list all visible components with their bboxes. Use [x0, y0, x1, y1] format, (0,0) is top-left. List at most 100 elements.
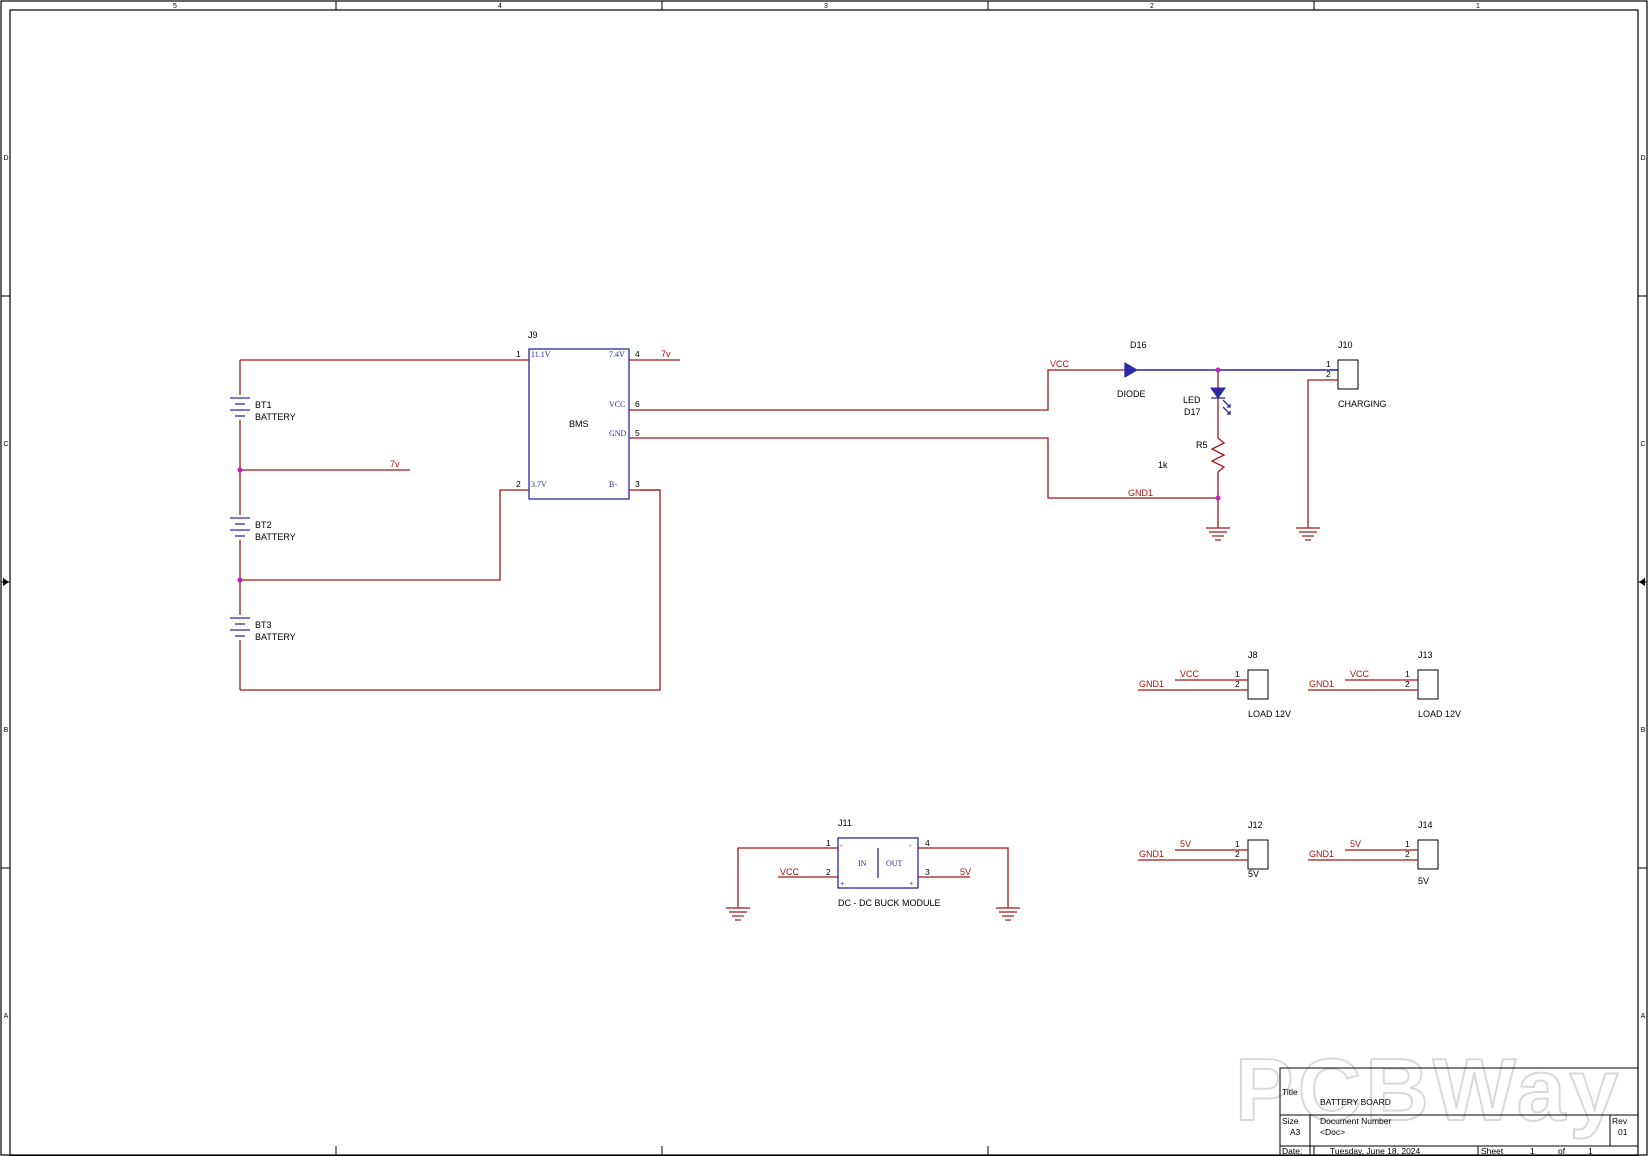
battery-bt2-symbol — [230, 517, 250, 537]
j11-out-label: OUT — [886, 859, 903, 868]
zone-row-left-3: B — [4, 727, 9, 734]
date-label: Date: — [1282, 1146, 1302, 1156]
zone-row-right-2: C — [1640, 441, 1645, 448]
docnum-label: Document Number — [1320, 1116, 1392, 1126]
j13-pin1: 1 — [1405, 669, 1410, 679]
connector-j10: J10 1 2 CHARGING — [1307, 340, 1387, 525]
j12-net-gnd1: GND1 — [1139, 849, 1164, 859]
j12-value: 5V — [1248, 869, 1259, 879]
j14-ref: J14 — [1418, 820, 1433, 830]
j9-pin3-number: 3 — [635, 479, 640, 489]
j11-pin2: 2 — [826, 867, 831, 877]
j9-pin5-number: 5 — [635, 428, 640, 438]
j10-value: CHARGING — [1338, 399, 1387, 409]
j11-in-label: IN — [858, 859, 867, 868]
size-value: A3 — [1290, 1127, 1301, 1137]
j8-net-vcc: VCC — [1180, 669, 1200, 679]
bms-j9: J9 BMS 1 2 3 4 5 6 11.1V 3.7V B- 7.4V GN… — [510, 330, 680, 500]
size-label: Size — [1282, 1116, 1299, 1126]
ground-symbol-j10 — [1296, 525, 1320, 541]
j14-pin2: 2 — [1405, 849, 1410, 859]
j10-pin2: 2 — [1326, 369, 1331, 379]
junction-bt1-bt2 — [237, 467, 243, 473]
j14-net-5v: 5V — [1350, 839, 1361, 849]
zone-row-left-1: D — [3, 155, 8, 162]
zone-col-top-2: 4 — [498, 3, 502, 10]
connector-j13: J13 VCC GND1 1 2 LOAD 12V — [1308, 650, 1461, 719]
battery-bt1-symbol — [230, 397, 250, 417]
j11-in-minus: - — [840, 841, 843, 850]
bt1-ref: BT1 — [255, 400, 272, 410]
j9-pin1-name: 11.1V — [531, 350, 551, 359]
bt2-value: BATTERY — [255, 532, 296, 542]
j8-pin2: 2 — [1235, 679, 1240, 689]
j13-net-vcc: VCC — [1350, 669, 1370, 679]
j11-net-vcc: VCC — [780, 867, 800, 877]
zone-col-top-3: 3 — [824, 3, 828, 10]
junction-led-anode — [1215, 367, 1221, 373]
sheet-total-value: 1 — [1588, 1146, 1593, 1156]
connector-j12: J12 5V GND1 1 2 5V — [1138, 820, 1269, 879]
j11-ref: J11 — [838, 818, 852, 828]
pcbway-watermark: PCBWay — [1235, 1040, 1622, 1139]
j12-net-5v: 5V — [1180, 839, 1191, 849]
zone-row-right-4: A — [1641, 1013, 1646, 1020]
sheet-label: Sheet — [1481, 1146, 1504, 1156]
bt2-ref: BT2 — [255, 520, 272, 530]
j9-pin6-number: 6 — [635, 399, 640, 409]
j9-pin3-name: B- — [609, 480, 617, 489]
j11-net-5v: 5V — [960, 867, 971, 877]
j13-net-gnd1: GND1 — [1309, 679, 1334, 689]
j11-value: DC - DC BUCK MODULE — [838, 898, 941, 908]
j14-value: 5V — [1418, 876, 1429, 886]
junction-bt2-bt3 — [237, 577, 243, 583]
j14-net-gnd1: GND1 — [1309, 849, 1334, 859]
d16-ref: D16 — [1130, 340, 1147, 350]
zone-col-top-4: 2 — [1150, 3, 1154, 10]
title-value: BATTERY BOARD — [1320, 1097, 1391, 1107]
j9-ref: J9 — [528, 330, 538, 340]
j12-ref: J12 — [1248, 820, 1263, 830]
j14-pin1: 1 — [1405, 839, 1410, 849]
net-label-vcc-charging: VCC — [1050, 359, 1070, 369]
j8-value: LOAD 12V — [1248, 709, 1291, 719]
diode-d16: D16 DIODE — [1117, 340, 1330, 399]
ground-symbol-r5 — [1206, 525, 1230, 541]
j9-value: BMS — [569, 419, 589, 429]
r5-value: 1k — [1158, 460, 1168, 470]
zone-row-right-3: B — [1641, 727, 1646, 734]
j13-pin2: 2 — [1405, 679, 1410, 689]
date-value: Tuesday, June 18, 2024 — [1330, 1146, 1421, 1156]
r5-ref: R5 — [1196, 440, 1208, 450]
bt1-value: BATTERY — [255, 412, 296, 422]
j12-pin2: 2 — [1235, 849, 1240, 859]
j8-ref: J8 — [1248, 650, 1258, 660]
j11-in-plus: + — [840, 879, 845, 888]
j9-pin2-number: 2 — [516, 479, 521, 489]
junction-gnd1 — [1215, 495, 1221, 501]
j11-out-minus: - — [909, 841, 912, 850]
bt3-value: BATTERY — [255, 632, 296, 642]
j9-pin1-number: 1 — [516, 349, 521, 359]
j8-pin1: 1 — [1235, 669, 1240, 679]
d16-value: DIODE — [1117, 389, 1146, 399]
connector-j14: J14 5V GND1 1 2 5V — [1308, 820, 1439, 886]
net-label-7v-tap: 7v — [390, 459, 400, 469]
j9-pin6-name: VCC — [609, 400, 625, 409]
zone-row-left-2: C — [3, 441, 8, 448]
title-label: Title — [1282, 1087, 1298, 1097]
wire-gnd1 — [660, 437, 1218, 499]
net-label-gnd1-charging: GND1 — [1128, 488, 1153, 498]
battery-bt3-symbol — [230, 617, 250, 637]
j13-ref: J13 — [1418, 650, 1433, 660]
zone-col-top-1: 5 — [173, 3, 177, 10]
buck-module-j11: J11 1 2 3 4 IN OUT - + - + VCC 5V DC - D… — [737, 818, 1009, 908]
j11-pin1: 1 — [826, 838, 831, 848]
rev-label: Rev — [1612, 1116, 1628, 1126]
rev-value: 01 — [1618, 1127, 1628, 1137]
d17-value: LED — [1183, 395, 1201, 405]
zone-row-left-4: A — [4, 1013, 9, 1020]
zone-col-top-5: 1 — [1476, 3, 1480, 10]
j9-pin4-number: 4 — [635, 349, 640, 359]
